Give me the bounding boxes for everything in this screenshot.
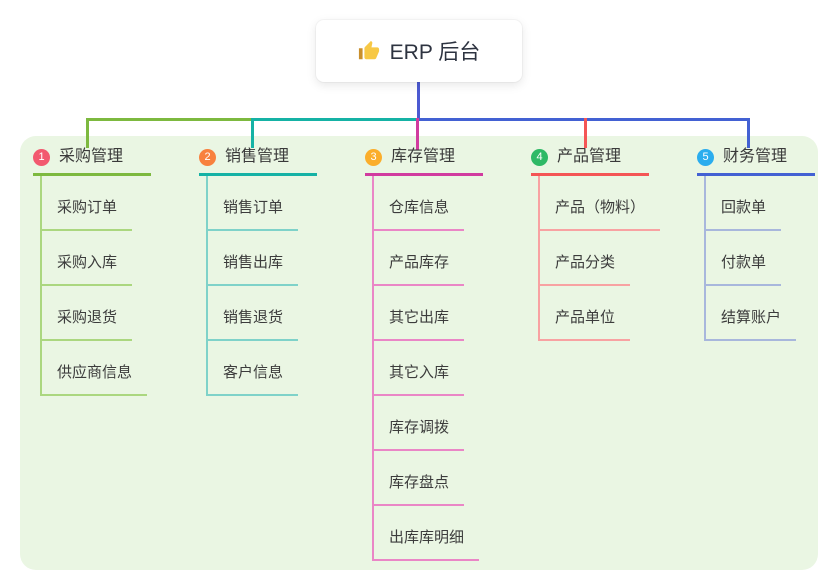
branch-children: 回款单 付款单 结算账户 [704,176,839,341]
child-node[interactable]: 采购订单 [40,176,133,231]
branch-children: 销售订单 销售出库 销售退货 客户信息 [206,176,359,396]
child-node[interactable]: 采购入库 [40,231,133,286]
connector-drop-branch2 [251,118,254,148]
branch-trunk-line [206,176,208,396]
branch-product-management: 4 产品管理 产品（物料） 产品分类 产品单位 [531,146,691,341]
child-node[interactable]: 仓库信息 [372,176,465,231]
child-node[interactable]: 库存调拨 [372,396,465,451]
child-node[interactable]: 付款单 [704,231,782,286]
branch-children: 采购订单 采购入库 采购退货 供应商信息 [40,176,193,396]
branch-title-label: 库存管理 [391,148,456,165]
branch-trunk-line [372,176,374,561]
child-node[interactable]: 销售退货 [206,286,299,341]
connector-drop-branch5 [747,118,750,148]
thumbs-up-icon [358,40,380,62]
branch-title-label: 产品管理 [557,148,622,165]
child-node[interactable]: 客户信息 [206,341,299,396]
branch-number-badge: 3 [365,148,382,166]
child-node[interactable]: 产品（物料） [538,176,661,231]
connector-root-stem [417,82,420,118]
child-node[interactable]: 结算账户 [704,286,797,341]
root-node[interactable]: ERP 后台 [316,20,522,82]
branches-panel [20,136,818,570]
child-node[interactable]: 采购退货 [40,286,133,341]
branch-trunk-line [704,176,706,341]
branch-title[interactable]: 3 库存管理 [365,146,483,176]
child-node[interactable]: 产品库存 [372,231,465,286]
branch-title[interactable]: 2 销售管理 [199,146,317,176]
branch-number-badge: 1 [33,148,50,166]
branch-purchase-management: 1 采购管理 采购订单 采购入库 采购退货 供应商信息 [33,146,193,396]
branch-title[interactable]: 4 产品管理 [531,146,649,176]
child-node[interactable]: 产品单位 [538,286,631,341]
branch-trunk-line [40,176,42,396]
child-node[interactable]: 产品分类 [538,231,631,286]
child-node[interactable]: 回款单 [704,176,782,231]
child-node[interactable]: 供应商信息 [40,341,148,396]
child-node[interactable]: 销售订单 [206,176,299,231]
child-node[interactable]: 其它出库 [372,286,465,341]
branch-title[interactable]: 5 财务管理 [697,146,815,176]
branch-title-label: 财务管理 [723,148,788,165]
branch-title-label: 销售管理 [225,148,290,165]
connector-drop-branch1 [86,118,89,148]
branch-finance-management: 5 财务管理 回款单 付款单 结算账户 [697,146,839,341]
connector-bus-branch1 [86,118,253,121]
child-node[interactable]: 出库库明细 [372,506,480,561]
child-node[interactable]: 销售出库 [206,231,299,286]
root-node-label: ERP 后台 [389,41,481,64]
connector-drop-branch4 [584,118,587,148]
branch-number-badge: 5 [697,148,714,166]
branch-title[interactable]: 1 采购管理 [33,146,151,176]
branch-trunk-line [538,176,540,341]
branch-inventory-management: 3 库存管理 仓库信息 产品库存 其它出库 其它入库 库存调拨 库存盘点 出库库… [365,146,525,561]
branch-sales-management: 2 销售管理 销售订单 销售出库 销售退货 客户信息 [199,146,359,396]
branch-number-badge: 2 [199,148,216,166]
branch-title-label: 采购管理 [59,148,124,165]
child-node[interactable]: 其它入库 [372,341,465,396]
connector-bus-branch2 [251,118,418,121]
branch-children: 仓库信息 产品库存 其它出库 其它入库 库存调拨 库存盘点 出库库明细 [372,176,525,561]
connector-drop-branch3 [416,118,419,150]
branch-number-badge: 4 [531,148,548,166]
branch-children: 产品（物料） 产品分类 产品单位 [538,176,691,341]
child-node[interactable]: 库存盘点 [372,451,465,506]
